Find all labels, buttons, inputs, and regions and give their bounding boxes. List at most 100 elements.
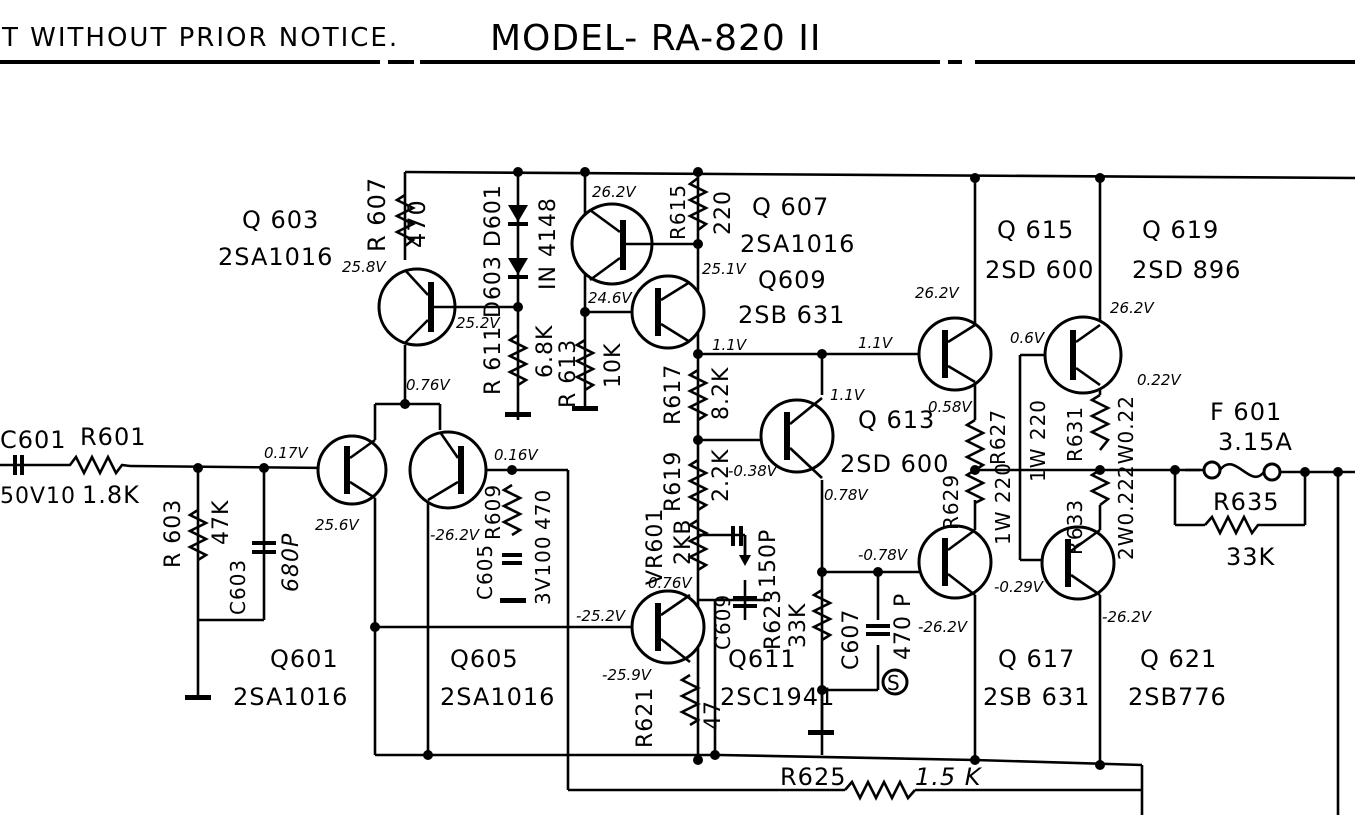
label-r627-value: 1W 220 — [1026, 399, 1050, 482]
voltage-q619-collector: 26.2V — [1110, 299, 1155, 317]
label-c607-ref: C607 — [839, 609, 864, 670]
label-q611-ref: Q611 — [728, 645, 797, 673]
voltage-q617-base: -0.78V — [858, 546, 909, 564]
transistor-q617 — [917, 524, 993, 600]
component-labels: Q 603 2SA1016 Q 607 2SA1016 Q609 2SB 631… — [0, 177, 1293, 791]
label-q605-ref: Q605 — [450, 645, 519, 673]
label-q603-part: 2SA1016 — [218, 243, 333, 271]
label-c601-value: 50V10 — [0, 484, 76, 509]
label-c609-ref: C609 — [711, 594, 735, 650]
voltage-q605-collector: -26.2V — [430, 526, 481, 544]
transistor-q605 — [408, 430, 488, 510]
voltage-q617-collector: -26.2V — [918, 618, 969, 636]
label-q619-ref: Q 619 — [1142, 216, 1219, 244]
label-q601-ref: Q601 — [270, 645, 339, 673]
transistor-q619 — [1043, 315, 1123, 395]
ground-symbols — [185, 406, 834, 735]
voltage-q601-collector: 25.6V — [315, 516, 360, 534]
transistor-q607 — [570, 202, 660, 286]
voltage-q619-emitter: 0.22V — [1137, 371, 1182, 389]
voltage-q611-base: -25.2V — [576, 607, 627, 625]
label-c603-ref: C603 — [226, 559, 250, 615]
label-r621-value: 47 — [701, 700, 726, 730]
voltage-q615-base: 1.1V — [858, 334, 894, 352]
voltage-q605-base: 0.16V — [494, 446, 539, 464]
label-c605-ref: C605 — [473, 544, 497, 600]
label-q609-part: 2SB 631 — [738, 301, 845, 329]
label-r625-value: 1.5 K — [915, 763, 983, 791]
label-r625-ref: R625 — [780, 763, 846, 791]
voltage-q601-base: 0.17V — [264, 444, 309, 462]
label-q617-part: 2SB 631 — [983, 683, 1090, 711]
label-r619-ref: R619 — [661, 451, 686, 512]
label-q615-ref: Q 615 — [997, 216, 1074, 244]
label-q621-part: 2SB776 — [1128, 683, 1227, 711]
resistors — [60, 176, 1265, 801]
junction-dots — [193, 167, 1343, 770]
label-vr601-value: 2KB — [671, 518, 696, 565]
label-r613-ref: R 613 — [556, 339, 581, 408]
voltage-q607-emitter: 26.2V — [592, 183, 637, 201]
transistor-q615 — [917, 316, 993, 392]
label-r631-value: 2W0.22 — [1114, 395, 1138, 478]
label-r629-value: 1W 220 — [991, 462, 1015, 545]
label-d603-value: IN 4148 — [536, 197, 561, 290]
label-r611-ref: R 611 — [481, 326, 506, 395]
label-r611-value: 6.8K — [533, 325, 558, 378]
voltage-q621-base: -0.29V — [994, 578, 1045, 596]
voltage-q611-collector: 0.76V — [648, 574, 693, 592]
label-r635-value: 33K — [1226, 543, 1276, 571]
label-r627-ref: R627 — [986, 409, 1010, 465]
label-r623-ref: R623 — [761, 589, 786, 650]
label-q607-ref: Q 607 — [752, 193, 829, 221]
label-r623-value: 33K — [786, 603, 811, 648]
voltage-q609-emitter: 25.1V — [702, 260, 747, 278]
header-model: MODEL- RA-820 II — [490, 18, 822, 59]
voltage-q609-collector: 1.1V — [712, 336, 748, 354]
label-c609-value: 150P — [756, 529, 781, 588]
transistor-q621 — [1040, 525, 1116, 601]
voltage-q621-collector: -26.2V — [1102, 608, 1153, 626]
label-q611-part: 2SC1941 — [720, 683, 835, 711]
voltage-q609-base: 24.6V — [588, 289, 633, 307]
transistor-q613 — [759, 396, 835, 479]
voltage-q619-base: 0.6V — [1010, 329, 1046, 347]
voltage-q613-emitter: 0.78V — [824, 486, 869, 504]
label-c605-value: 3V100 — [531, 535, 555, 605]
label-r607-value: 470 — [403, 199, 431, 248]
label-r617-ref: R617 — [661, 364, 686, 425]
diodes-d603-d601 — [508, 205, 528, 279]
voltage-q613-base: -0.38V — [728, 462, 779, 480]
voltage-q615-collector: 26.2V — [915, 284, 960, 302]
label-r617-value: 8.2K — [709, 367, 734, 420]
label-r609-value: 470 — [531, 489, 555, 530]
label-q615-part: 2SD 600 — [985, 256, 1094, 284]
label-q613-ref: Q 613 — [858, 406, 935, 434]
label-c603-value: 680P — [279, 533, 304, 592]
label-vr601-ref: VR601 — [643, 508, 668, 585]
voltage-labels: 26.2V 25.8V 25.2V 25.1V 24.6V 1.1V 1.1V … — [264, 183, 1182, 684]
label-r619-value: 2.2K — [709, 449, 734, 502]
label-q613-part: 2SD 600 — [840, 450, 949, 478]
label-r631-ref: R631 — [1063, 406, 1087, 462]
label-r615-value: 220 — [711, 190, 736, 235]
label-q603-ref: Q 603 — [242, 206, 319, 234]
voltage-q603-emitter: 25.8V — [342, 258, 387, 276]
safety-mark-ring — [881, 668, 909, 696]
safety-mark: S — [887, 671, 901, 695]
label-f601-value: 3.15A — [1218, 428, 1293, 456]
label-c601-ref: C601 — [0, 426, 67, 454]
label-r601-value: 1.8K — [82, 481, 140, 509]
label-r603-ref: R 603 — [161, 499, 186, 568]
voltage-q613-collector: 1.1V — [830, 386, 866, 404]
label-r609-ref: R609 — [481, 484, 505, 540]
label-r633-ref: R633 — [1063, 499, 1087, 555]
wires — [0, 170, 1355, 815]
label-q609-ref: Q609 — [758, 266, 827, 294]
transistor-q609 — [630, 274, 706, 350]
label-r615-ref: R615 — [666, 184, 690, 240]
label-q621-ref: Q 621 — [1140, 645, 1217, 673]
label-q607-part: 2SA1016 — [740, 230, 855, 258]
voltage-q611-emitter: -25.9V — [602, 666, 653, 684]
